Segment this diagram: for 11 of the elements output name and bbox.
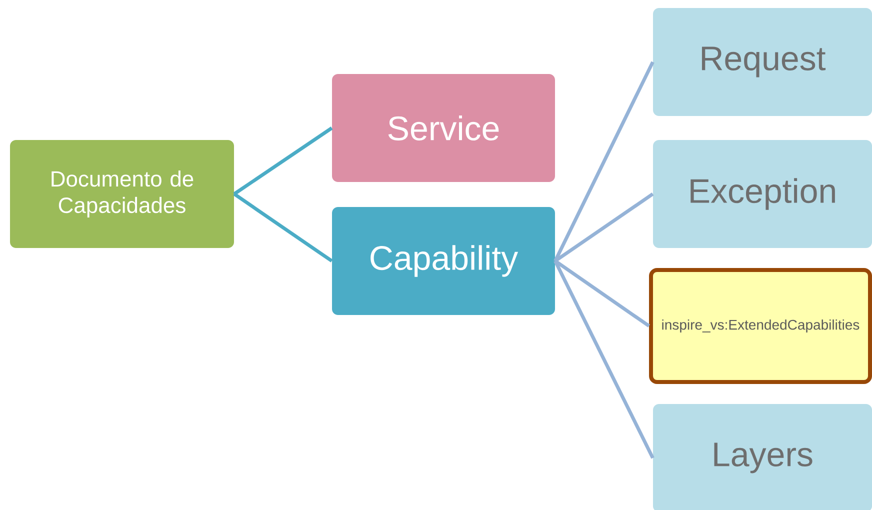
connector-line	[554, 61, 654, 262]
element-box: Layers	[653, 404, 872, 510]
element-box: Request	[653, 8, 872, 116]
element-box: Exception	[653, 140, 872, 248]
connector-line	[554, 260, 654, 459]
root-box: Documento de Capacidades	[10, 140, 234, 248]
category-box: Capability	[332, 207, 555, 315]
highlighted-box: inspire_vs:ExtendedCapabilities	[649, 268, 872, 384]
connector-line	[233, 126, 333, 196]
category-box: Service	[332, 74, 555, 182]
connector-line	[233, 192, 333, 262]
